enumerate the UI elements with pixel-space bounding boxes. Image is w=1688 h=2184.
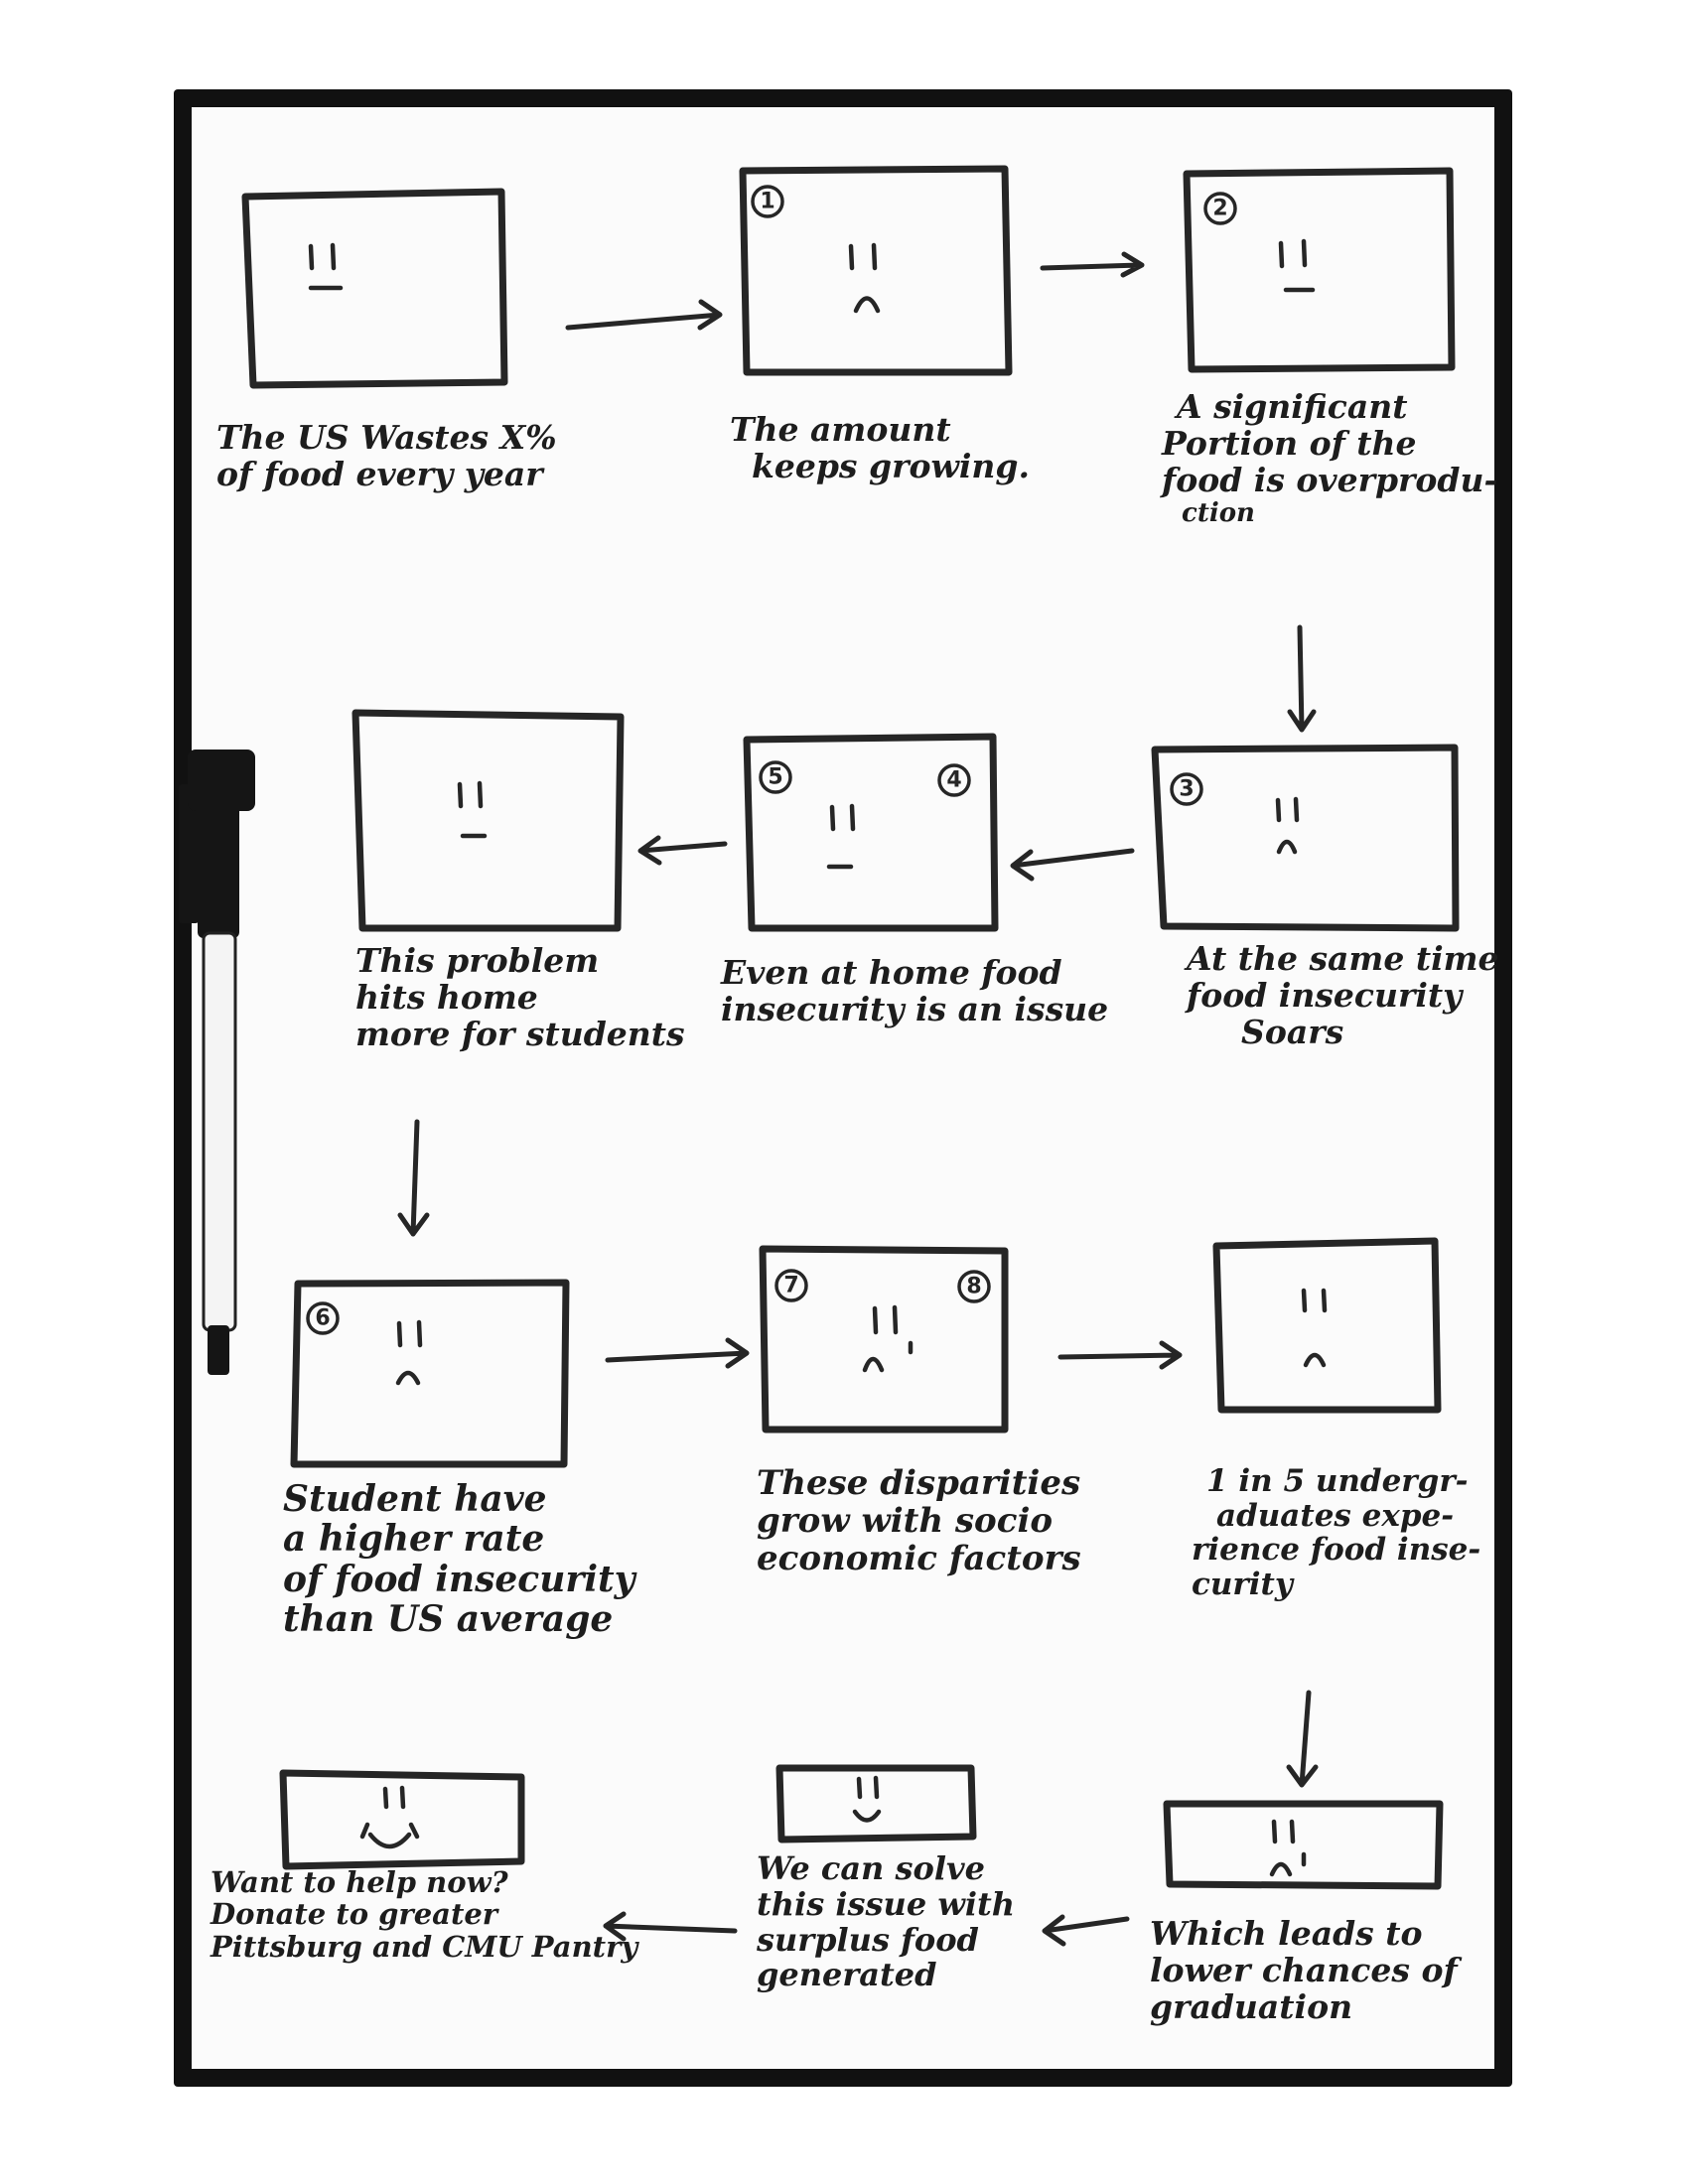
marker-pen (179, 750, 255, 1375)
caption-panel-9: 1 in 5 undergr-aduates expe-rience food … (1192, 1463, 1481, 1603)
arrow-right (605, 1337, 750, 1369)
sad-face (395, 1319, 423, 1386)
svg-text:1: 1 (760, 190, 774, 214)
arrow-left (1042, 1914, 1130, 1947)
panel-8: 7 8 (759, 1245, 1009, 1433)
panel-6 (352, 709, 625, 932)
crying-face (1269, 1819, 1307, 1877)
arrow-left (603, 1911, 738, 1942)
arrow-right (565, 299, 723, 331)
panel-11 (775, 1764, 977, 1843)
svg-text:6: 6 (315, 1306, 330, 1331)
badge-7: 7 (774, 1269, 808, 1302)
panel-2: 1 (739, 165, 1013, 376)
neutral-face (308, 242, 344, 291)
panel-4: 3 (1151, 744, 1460, 932)
badge-1: 1 (751, 185, 784, 218)
badge-2: 2 (1203, 192, 1237, 225)
arrow-down (397, 1119, 430, 1237)
arrow-right (1040, 251, 1145, 278)
svg-text:3: 3 (1179, 777, 1194, 802)
badge-3: 3 (1170, 772, 1203, 806)
svg-text:4: 4 (946, 768, 961, 793)
sad-face (1275, 796, 1300, 855)
arrow-left (637, 835, 728, 866)
panel-3: 2 (1183, 167, 1456, 373)
neutral-face (457, 780, 488, 839)
whiteboard-surface (192, 107, 1494, 2069)
badge-8: 8 (957, 1270, 991, 1303)
neutral-face (1278, 238, 1316, 293)
smile-face (852, 1775, 882, 1823)
svg-text:2: 2 (1212, 197, 1227, 221)
arrow-down (1287, 624, 1317, 733)
sad-face (848, 242, 881, 314)
big-smile-face (359, 1785, 420, 1849)
sad-face (1301, 1288, 1328, 1368)
panel-9 (1212, 1237, 1442, 1414)
panel-7: 6 (290, 1279, 570, 1468)
badge-5: 5 (759, 760, 792, 794)
panel-10 (1163, 1800, 1444, 1890)
arrow-left (1010, 848, 1135, 882)
arrow-right (1057, 1340, 1183, 1370)
panel-5: 5 4 (743, 733, 999, 932)
svg-text:7: 7 (783, 1274, 798, 1298)
svg-text:5: 5 (768, 765, 782, 790)
neutral-face (826, 803, 856, 870)
panel-1 (241, 188, 508, 389)
crying-face (862, 1304, 914, 1373)
svg-text:8: 8 (966, 1275, 981, 1299)
arrow-down (1286, 1690, 1319, 1788)
badge-4: 4 (937, 763, 971, 797)
panel-12 (279, 1769, 525, 1870)
caption-panel-1: The US Wastes X%of food every year (216, 418, 557, 493)
badge-6: 6 (306, 1301, 340, 1335)
